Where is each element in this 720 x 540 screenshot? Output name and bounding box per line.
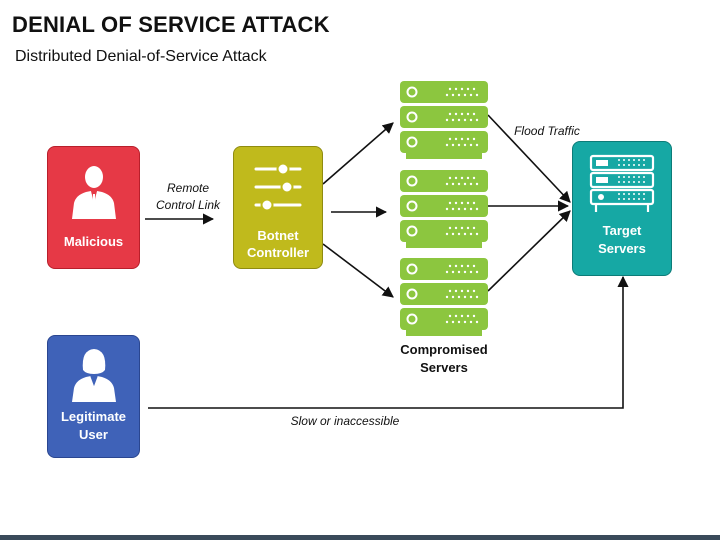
page-subtitle: Distributed Denial-of-Service Attack [15, 48, 267, 65]
compromised-label-line1: Compromised [400, 342, 488, 357]
arrow-botnet-to-server-bottom [322, 243, 394, 298]
server-rack-icon [589, 154, 655, 212]
legitimate-label-line1: Legitimate [60, 409, 126, 424]
target-label-line2: Servers [598, 241, 646, 256]
target-servers-node: Target Servers [572, 141, 672, 276]
footer-bar [0, 535, 720, 540]
male-user-icon [72, 166, 116, 219]
flood-traffic-label: Flood Traffic [514, 124, 580, 138]
compromised-server-top [400, 81, 488, 159]
botnet-label-line2: Controller [246, 245, 310, 260]
slow-access-label: Slow or inaccessible [290, 414, 400, 428]
malicious-node: Malicious [47, 146, 140, 269]
remote-control-label-line2: Control Link [155, 198, 221, 212]
botnet-controller-node: Botnet Controller [233, 146, 323, 269]
arrow-legitimate-to-target [148, 275, 629, 409]
compromised-server-bottom [400, 258, 488, 336]
compromised-label-line2: Servers [420, 360, 468, 375]
arrow-botnet-to-server-top [322, 122, 394, 185]
compromised-server-middle [400, 170, 488, 248]
malicious-label: Malicious [63, 234, 124, 249]
target-label-line1: Target [602, 223, 642, 238]
legitimate-label-line2: User [79, 427, 108, 442]
sliders-icon [254, 162, 302, 212]
botnet-label-line1: Botnet [257, 228, 299, 243]
arrow-server-bottom-to-target [487, 210, 571, 292]
page-title: DENIAL OF SERVICE ATTACK [12, 12, 330, 37]
legitimate-user-node: Legitimate User [47, 335, 140, 458]
female-user-icon [72, 349, 116, 402]
arrow-server-top-to-target [487, 114, 571, 203]
remote-control-label-line1: Remote [166, 181, 210, 195]
